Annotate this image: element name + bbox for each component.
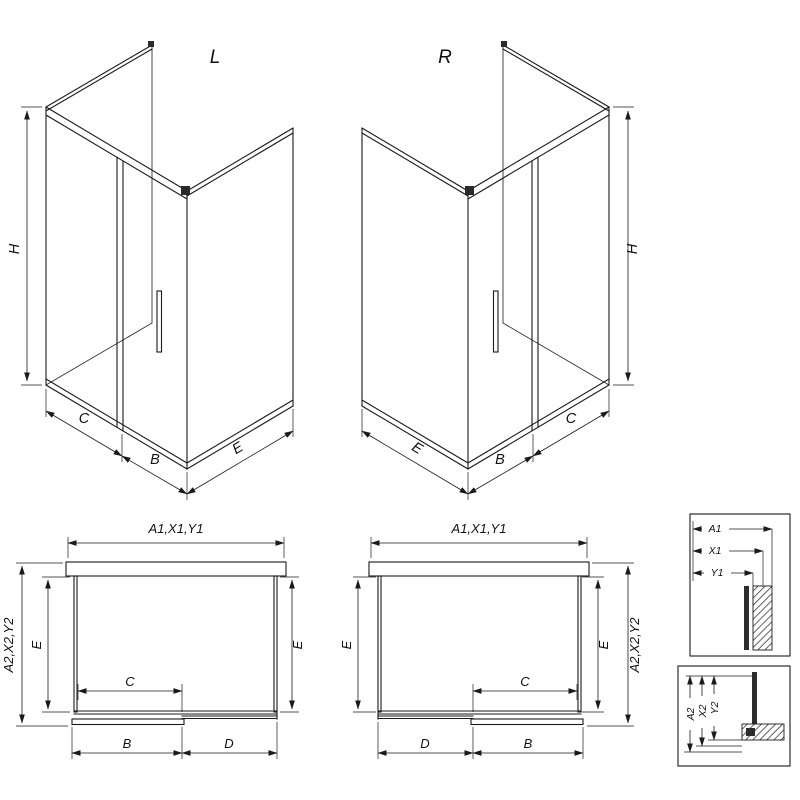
dim-label-opening-c: C — [125, 674, 135, 689]
plan-right-dimensions — [353, 537, 634, 759]
label-mask — [707, 694, 720, 726]
wall-profile-section — [752, 585, 773, 651]
dim-label-depth-e-right: E — [290, 640, 305, 649]
plan-view-left: A1,X1,Y1 A2,X2,Y2 E E C B D — [1, 521, 305, 759]
side-glass-left — [73, 575, 78, 713]
iso-left-dimensions — [21, 106, 294, 500]
dim-label-b-l: B — [150, 452, 160, 468]
iso-left-enclosure — [45, 41, 294, 470]
dim-label-depth-e-left: E — [339, 640, 354, 649]
iso-right-dimensions — [361, 106, 634, 500]
side-glass-right — [273, 575, 278, 713]
corner-clamp — [465, 186, 474, 195]
detail-depth-frame — [677, 665, 791, 767]
door-handle — [156, 290, 163, 353]
wall-clamp — [148, 41, 154, 47]
label-mask — [702, 521, 729, 535]
dim-label-depth-outer: A2,X2,Y2 — [627, 617, 642, 674]
dim-label-height-r: H — [625, 243, 641, 254]
plan-view-right: A1,X1,Y1 E E A2,X2,Y2 C D B — [339, 521, 642, 759]
sliding-door — [470, 718, 584, 726]
detail-box — [689, 513, 791, 657]
wall-section — [65, 561, 287, 577]
dim-label-depth-e-left: E — [29, 640, 44, 649]
door-handle — [492, 290, 499, 353]
plan-left-dimensions — [16, 537, 299, 759]
detail-dim-a1: A1 — [708, 523, 722, 535]
wall-clamp — [501, 41, 507, 47]
corner-clamp — [181, 186, 190, 195]
plan-left-walls — [65, 561, 287, 726]
detail-dim-a2: A2 — [685, 707, 697, 721]
detail-box — [677, 665, 791, 767]
label-mask — [695, 696, 708, 728]
detail-view-width: A1 X1 Y1 — [689, 513, 791, 657]
plan-right-walls — [368, 561, 590, 726]
dim-label-width-top: A1,X1,Y1 — [451, 521, 507, 536]
iso-view-right: R H C B E — [361, 41, 641, 500]
side-glass-right — [577, 575, 582, 713]
label-mask — [683, 698, 696, 730]
detail-dim-x2: X2 — [697, 704, 709, 718]
glass-section — [744, 586, 749, 650]
label-mask — [704, 565, 731, 579]
detail-width-frame — [689, 513, 791, 657]
dim-label-door-b: B — [123, 736, 132, 751]
dim-label-door-b: B — [524, 736, 533, 751]
detail-dim-y2: Y2 — [709, 701, 721, 714]
dim-label-depth-e-right: E — [596, 640, 611, 649]
iso-view-left: L H C B E — [7, 41, 294, 500]
dim-label-opening-c: C — [520, 674, 530, 689]
iso-right-enclosure — [361, 41, 610, 470]
dim-label-e-r: E — [409, 439, 426, 458]
dim-label-depth-outer: A2,X2,Y2 — [1, 617, 16, 674]
dim-label-width-top: A1,X1,Y1 — [148, 521, 204, 536]
glass-section — [752, 672, 757, 724]
dim-label-e-l: E — [230, 439, 247, 458]
side-glass-left — [377, 575, 382, 713]
dim-label-height-l: H — [7, 243, 23, 254]
variant-label-r: R — [438, 47, 452, 68]
dim-label-fixed-d: D — [224, 736, 233, 751]
wall-section — [368, 561, 590, 577]
variant-label-l: L — [210, 47, 221, 68]
dim-label-c-r: C — [566, 411, 577, 427]
label-mask — [702, 543, 729, 557]
detail-dim-y1: Y1 — [711, 567, 724, 579]
dim-label-fixed-d: D — [420, 736, 429, 751]
dim-label-c-l: C — [79, 411, 90, 427]
detail-view-depth: A2 X2 Y2 — [677, 665, 791, 767]
track-insert — [746, 728, 755, 736]
detail-dim-x1: X1 — [708, 545, 722, 557]
sliding-door — [71, 718, 185, 726]
dim-label-b-r: B — [495, 452, 505, 468]
